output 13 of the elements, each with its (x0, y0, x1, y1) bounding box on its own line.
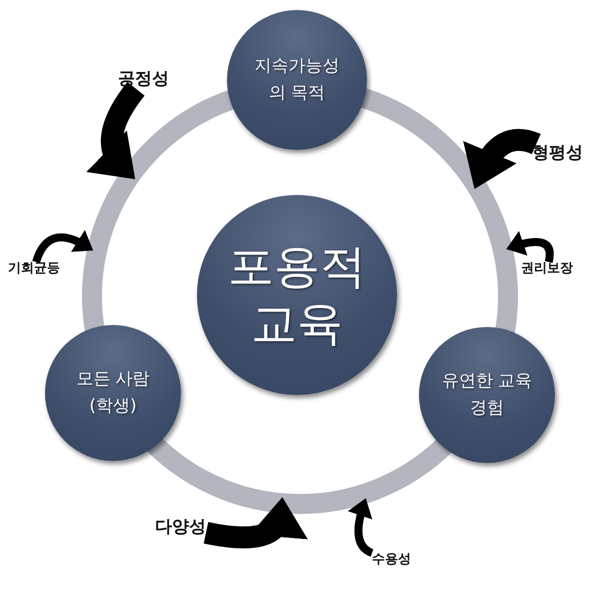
node-text: 유연한 교육 경험 (441, 370, 533, 420)
node-text: 지속가능성 의 목적 (254, 54, 340, 105)
label-text: 기회균등 (8, 261, 60, 276)
node-text: 포용적 교육 (227, 238, 367, 352)
node-text: 모든 사람 (학생) (75, 368, 151, 418)
curved-arrow (204, 497, 306, 548)
label-text: 권리보장 (521, 261, 573, 276)
curved-arrow (464, 128, 540, 189)
label-text: 공정성 (118, 69, 169, 89)
label-text: 다양성 (155, 517, 206, 537)
label-text: 수용성 (372, 552, 411, 567)
curved-arrow (86, 82, 145, 180)
label-text: 형평성 (532, 143, 583, 163)
